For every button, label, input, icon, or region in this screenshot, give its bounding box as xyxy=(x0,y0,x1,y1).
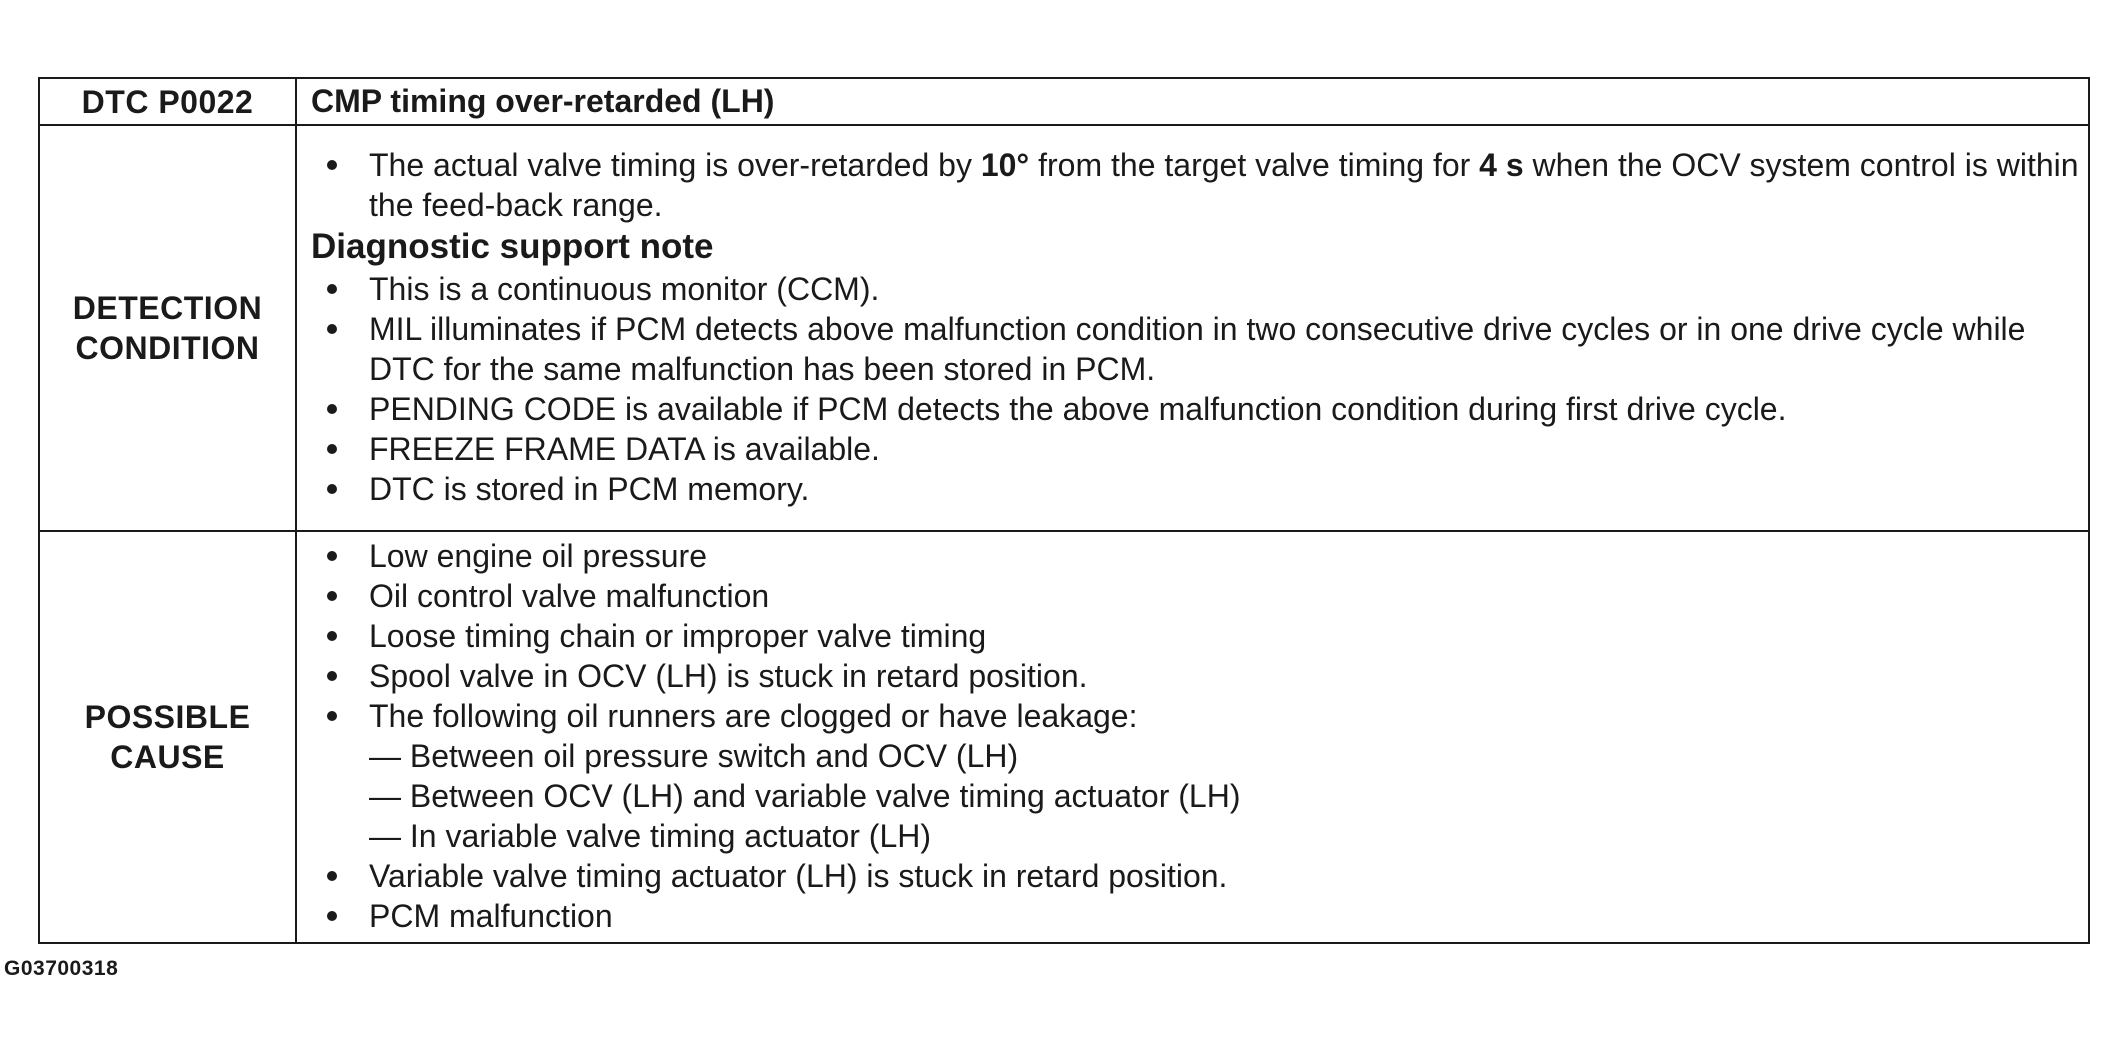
bullet-icon xyxy=(327,160,337,170)
cause-label-line1: POSSIBLE xyxy=(84,699,251,735)
support-note-heading: Diagnostic support note xyxy=(311,227,714,266)
bullet-icon xyxy=(327,591,337,601)
support-note-list: This is a continuous monitor (CCM). MIL … xyxy=(311,269,2080,509)
cause-sub-item: — Between oil pressure switch and OCV (L… xyxy=(369,738,1019,774)
detection-condition-label: DETECTION CONDITION xyxy=(38,124,297,532)
cause-item: Low engine oil pressure xyxy=(311,536,2080,576)
cause-item: PCM malfunction xyxy=(311,896,2080,936)
possible-cause-row: POSSIBLE CAUSE Low engine oil pressure O… xyxy=(38,530,2090,944)
bullet-icon xyxy=(327,444,337,454)
cause-item: Loose timing chain or improper valve tim… xyxy=(311,616,2080,656)
condition-time: 4 s xyxy=(1479,147,1524,183)
bullet-icon xyxy=(327,711,337,721)
bullet-icon xyxy=(327,484,337,494)
condition-angle: 10° xyxy=(980,147,1030,183)
cause-sub-item: — Between OCV (LH) and variable valve ti… xyxy=(369,778,1241,814)
cause-text: Variable valve timing actuator (LH) is s… xyxy=(369,858,1228,894)
cause-text: PCM malfunction xyxy=(369,898,613,934)
cause-text: Spool valve in OCV (LH) is stuck in reta… xyxy=(369,658,1088,694)
bullet-icon xyxy=(327,671,337,681)
cause-list: Low engine oil pressure Oil control valv… xyxy=(311,536,2080,936)
support-note-text: MIL illuminates if PCM detects above mal… xyxy=(369,311,2026,387)
cause-item: Variable valve timing actuator (LH) is s… xyxy=(311,856,2080,896)
figure-id: G03700318 xyxy=(4,957,119,980)
cause-item: The following oil runners are clogged or… xyxy=(311,696,2080,736)
bullet-icon xyxy=(327,871,337,881)
support-note-item: MIL illuminates if PCM detects above mal… xyxy=(311,309,2080,389)
bullet-icon xyxy=(327,631,337,641)
support-note-item: This is a continuous monitor (CCM). xyxy=(311,269,2080,309)
condition-item: The actual valve timing is over-retarded… xyxy=(311,145,2080,225)
condition-list: The actual valve timing is over-retarded… xyxy=(311,145,2080,225)
condition-text-b: from the target valve timing for xyxy=(1029,147,1480,183)
cause-item: Spool valve in OCV (LH) is stuck in reta… xyxy=(311,656,2080,696)
cause-label-line2: CAUSE xyxy=(110,739,225,775)
cause-text: The following oil runners are clogged or… xyxy=(369,698,1138,734)
detection-condition-row: DETECTION CONDITION The actual valve tim… xyxy=(38,124,2090,532)
bullet-icon xyxy=(327,284,337,294)
possible-cause-label: POSSIBLE CAUSE xyxy=(38,530,297,944)
cause-text: Loose timing chain or improper valve tim… xyxy=(369,618,987,654)
header-row: DTC P0022 CMP timing over-retarded (LH) xyxy=(38,77,2090,126)
support-note-text: PENDING CODE is available if PCM detects… xyxy=(369,391,1787,427)
support-note-item: PENDING CODE is available if PCM detects… xyxy=(311,389,2080,429)
detection-condition-content: The actual valve timing is over-retarded… xyxy=(295,124,2090,532)
possible-cause-content: Low engine oil pressure Oil control valv… xyxy=(295,530,2090,944)
bullet-icon xyxy=(327,404,337,414)
cause-text: Low engine oil pressure xyxy=(369,538,707,574)
dtc-code: DTC P0022 xyxy=(38,77,297,126)
support-note-item: DTC is stored in PCM memory. xyxy=(311,469,2080,509)
dtc-table: DTC P0022 CMP timing over-retarded (LH) … xyxy=(38,77,2090,944)
cause-sub-item: — In variable valve timing actuator (LH) xyxy=(369,818,931,854)
detection-label-line2: CONDITION xyxy=(75,330,260,366)
bullet-icon xyxy=(327,324,337,334)
detection-label-line1: DETECTION xyxy=(72,290,263,326)
support-note-item: FREEZE FRAME DATA is available. xyxy=(311,429,2080,469)
cause-text: Oil control valve malfunction xyxy=(369,578,770,614)
condition-text-a: The actual valve timing is over-retarded… xyxy=(369,147,981,183)
cause-item: Oil control valve malfunction xyxy=(311,576,2080,616)
dtc-title: CMP timing over-retarded (LH) xyxy=(295,77,2090,126)
support-note-text: DTC is stored in PCM memory. xyxy=(369,471,810,507)
support-note-text: This is a continuous monitor (CCM). xyxy=(369,271,880,307)
bullet-icon xyxy=(327,551,337,561)
bullet-icon xyxy=(327,911,337,921)
condition-text-c: when the OCV system control is within th… xyxy=(369,147,2079,223)
support-note-text: FREEZE FRAME DATA is available. xyxy=(369,431,880,467)
